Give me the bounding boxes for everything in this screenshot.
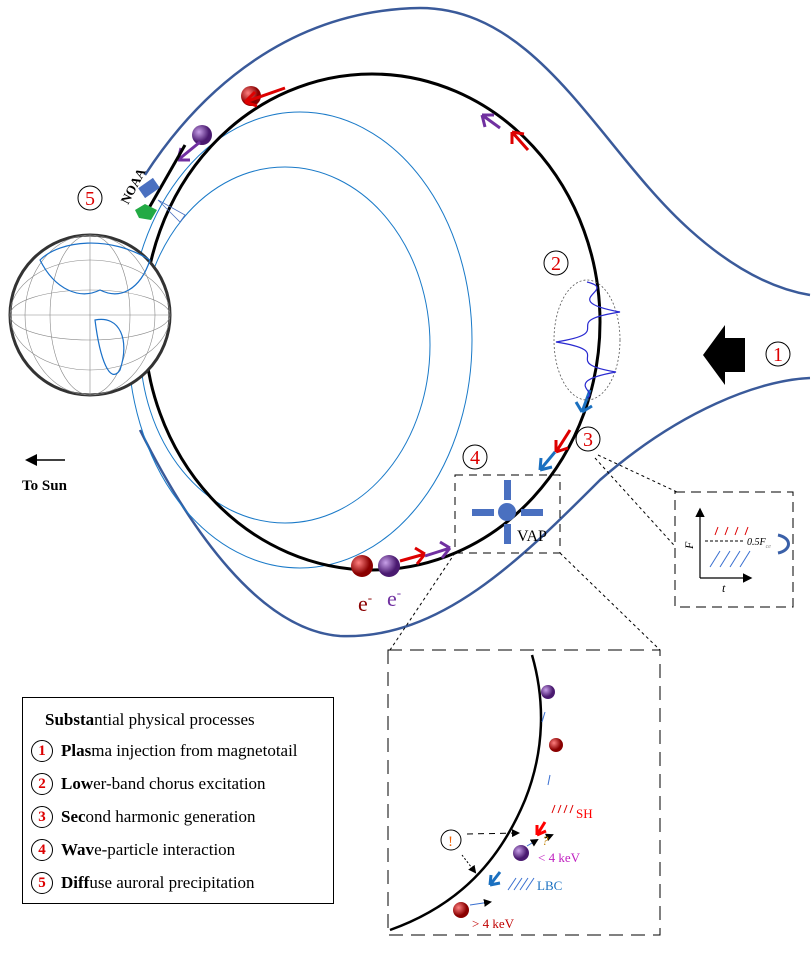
sh-arrow bbox=[535, 821, 547, 837]
drift-arrow-red bbox=[554, 429, 572, 454]
field-line-inner bbox=[139, 166, 431, 524]
legend-title: Substantial physical processes bbox=[45, 710, 255, 729]
process-2-label: 2 bbox=[551, 253, 561, 275]
drift-arrow-red bbox=[243, 86, 286, 108]
drift-arrow-blue bbox=[574, 389, 593, 414]
noaa-satellite bbox=[135, 144, 187, 223]
spectrum-y-label: F bbox=[682, 541, 696, 550]
electron-red bbox=[549, 738, 563, 752]
alert-label: ! bbox=[448, 834, 453, 850]
injection-arrow bbox=[703, 325, 745, 385]
svg-text:e-: e- bbox=[387, 585, 401, 611]
vap-label: VAP bbox=[517, 528, 547, 545]
spectrum-x-label: t bbox=[722, 581, 726, 595]
drift-arrow-purple bbox=[424, 540, 452, 559]
drift-orbit bbox=[142, 72, 602, 572]
lbc-arrow bbox=[488, 871, 502, 887]
electron-purple bbox=[541, 685, 555, 699]
lbc-label: LBC bbox=[537, 878, 562, 893]
electron-label: e bbox=[387, 586, 397, 611]
svg-text:0.5Fce: 0.5Fce bbox=[747, 537, 771, 550]
electron-purple bbox=[513, 845, 529, 861]
svg-text:e-: e- bbox=[358, 590, 372, 616]
spectrum-plot bbox=[695, 507, 790, 583]
process-5-label: 5 bbox=[85, 188, 95, 210]
earth-globe bbox=[8, 233, 172, 397]
electron-purple bbox=[192, 125, 212, 145]
low-energy-label: < 4 keV bbox=[538, 850, 581, 865]
high-energy-label: > 4 keV bbox=[472, 916, 515, 931]
to-sun-label: To Sun bbox=[22, 478, 68, 494]
process-1-label: 1 bbox=[773, 344, 783, 366]
question-label: ? bbox=[542, 833, 549, 848]
alert-circle bbox=[440, 829, 462, 851]
threshold-label: 0.5F bbox=[747, 537, 767, 548]
sh-label: SH bbox=[576, 806, 593, 821]
vap-satellite-icon bbox=[472, 480, 543, 544]
process-4-label: 4 bbox=[470, 447, 480, 469]
drift-arrow-red bbox=[399, 546, 427, 565]
zoom-orbit bbox=[389, 654, 543, 932]
vap-box bbox=[454, 474, 561, 554]
drift-arrow-red bbox=[510, 130, 530, 151]
drift-arrow-blue bbox=[538, 451, 557, 472]
chorus-wave-packet bbox=[553, 279, 621, 401]
electron-label: e bbox=[358, 591, 368, 616]
magnetopause-north bbox=[143, 6, 811, 297]
process-3-label: 3 bbox=[583, 429, 593, 451]
zoom-inset-box bbox=[387, 649, 661, 936]
spectrum-inset-box bbox=[674, 491, 794, 608]
electron-red bbox=[351, 555, 373, 577]
electron-purple bbox=[378, 555, 400, 577]
electron-red bbox=[453, 902, 469, 918]
drift-arrow-purple bbox=[480, 113, 501, 130]
magnetopause-south bbox=[138, 376, 811, 638]
